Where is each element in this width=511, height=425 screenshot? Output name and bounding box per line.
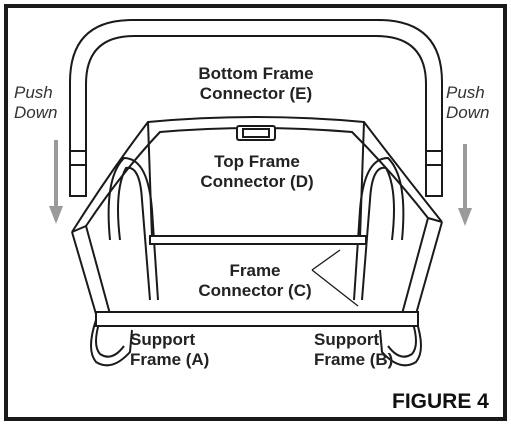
bottom-frame-connector-tube bbox=[69, 19, 443, 166]
support-frame-a bbox=[90, 156, 159, 367]
support-frame-b-label: Support Frame (B) bbox=[314, 330, 394, 370]
basket-sides bbox=[71, 217, 443, 315]
frame-connector-label: Frame Connector (C) bbox=[198, 261, 312, 301]
figure-title: FIGURE 4 bbox=[392, 390, 489, 413]
push-down-arrow-right bbox=[458, 144, 472, 226]
top-frame-connector-label: Top Frame Connector (D) bbox=[200, 152, 314, 192]
support-frame-a-label: Support Frame (A) bbox=[130, 330, 210, 370]
front-bottom-bar bbox=[95, 311, 419, 327]
push-down-label-left: Push Down bbox=[14, 83, 58, 123]
top-frame-connector-clip bbox=[236, 125, 276, 141]
figure-border bbox=[4, 4, 507, 421]
frame-connector-leader-lines bbox=[311, 249, 359, 307]
push-down-arrow-left bbox=[49, 140, 63, 224]
frame-connector-bar bbox=[149, 235, 367, 245]
bottom-frame-connector-label: Bottom Frame Connector (E) bbox=[198, 64, 314, 104]
push-down-label-right: Push Down bbox=[446, 83, 490, 123]
support-frame-b bbox=[353, 156, 422, 367]
bottom-frame-tube-ends bbox=[69, 150, 443, 197]
